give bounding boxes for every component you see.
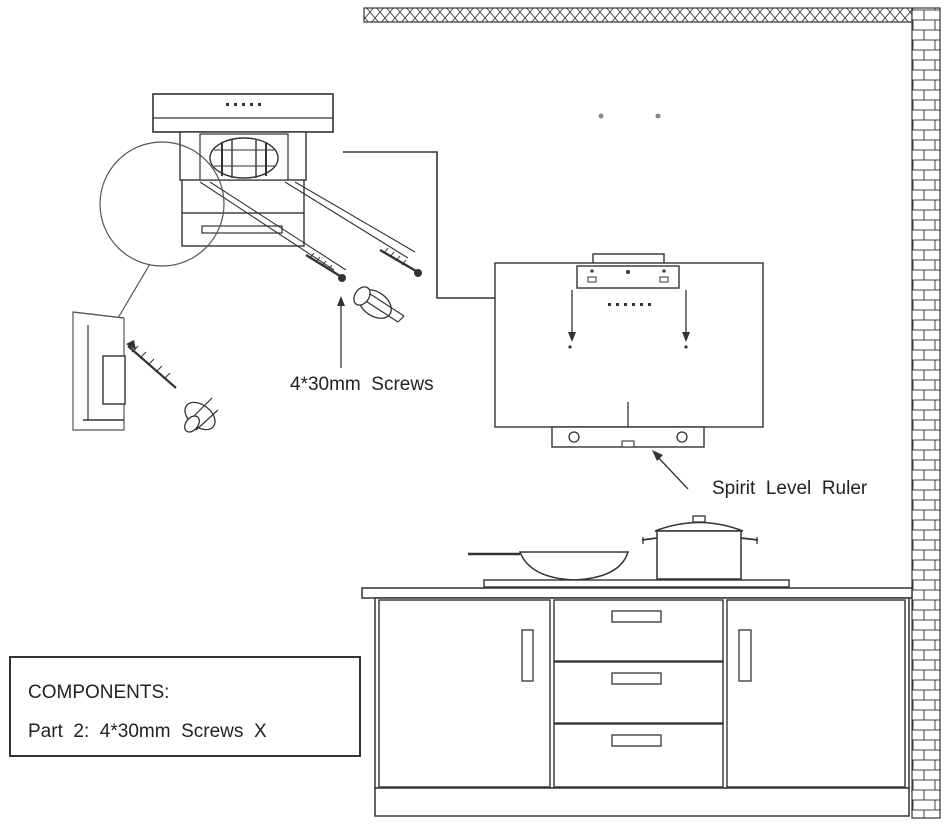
screws-arrow	[337, 296, 345, 368]
spirit-level-label: Spirit Level Ruler	[712, 478, 868, 499]
components-heading: COMPONENTS:	[28, 682, 169, 703]
range-hood-mounted	[494, 253, 764, 444]
base-cabinets	[374, 597, 910, 817]
cooktop	[483, 579, 790, 588]
detail-screw-icon	[126, 340, 219, 433]
screw-right-icon	[379, 247, 422, 277]
screws-label: 4*30mm Screws	[290, 374, 434, 395]
countertop	[361, 587, 913, 599]
cooking-pot	[641, 515, 759, 580]
components-part-line: Part 2: 4*30mm Screws X	[28, 721, 267, 742]
range-hood-small	[152, 93, 416, 271]
components-box: COMPONENTS: Part 2: 4*30mm Screws X	[9, 656, 361, 757]
ceiling	[363, 7, 913, 23]
spirit-level-ruler	[551, 426, 705, 448]
leader-line	[343, 151, 496, 299]
magnifier-circle	[99, 141, 225, 319]
wall-anchor-icon	[353, 286, 405, 323]
brick-wall	[911, 7, 941, 819]
wall-drill-marks	[598, 113, 661, 119]
wok	[468, 551, 630, 581]
screw-left-icon	[305, 252, 346, 282]
detail-inset	[72, 311, 126, 431]
spirit-level-arrow	[652, 450, 689, 490]
